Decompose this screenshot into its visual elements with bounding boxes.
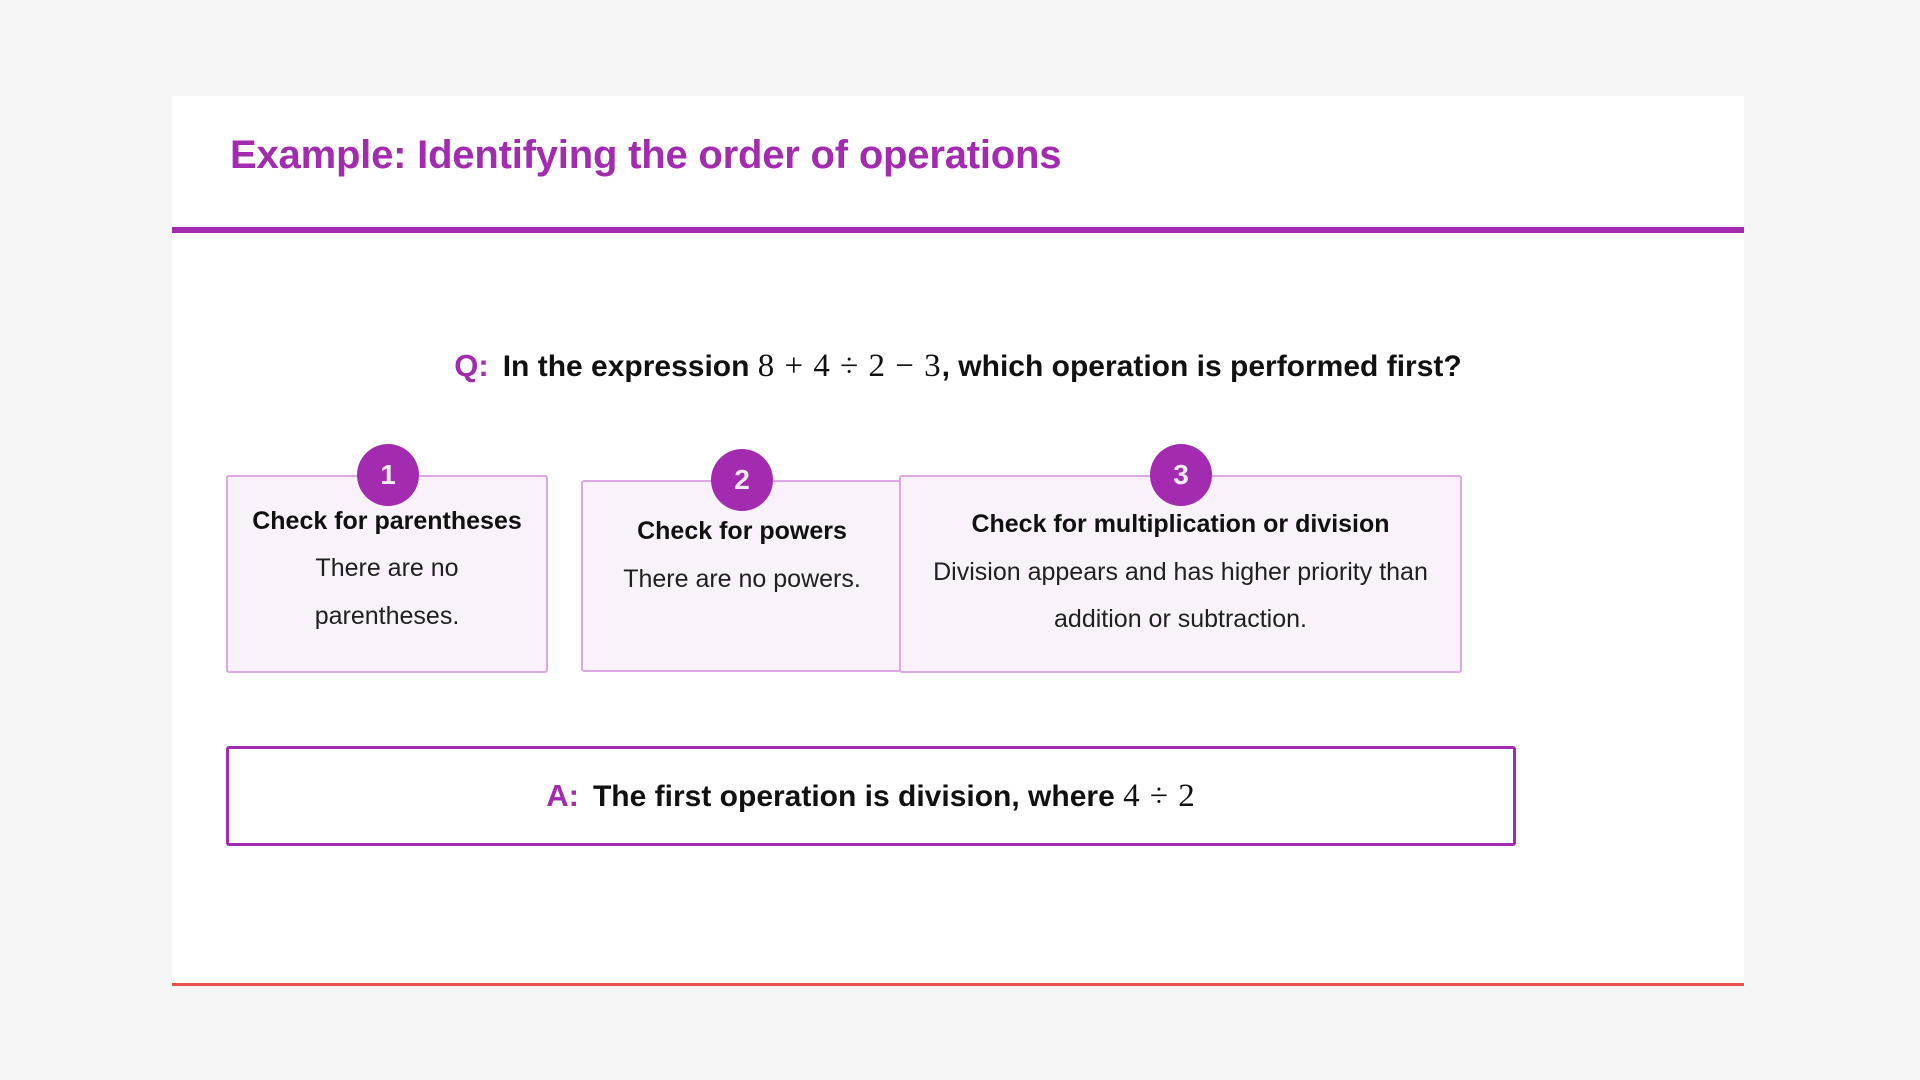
- step-card-1-title: Check for parentheses: [252, 507, 522, 535]
- step-card-3: [899, 475, 1462, 673]
- answer-marker: A:: [546, 778, 579, 813]
- step-card-3-description: Division appears and has higher priority…: [933, 557, 1428, 634]
- step-card-1-description: There are no parentheses.: [314, 554, 460, 630]
- question-text-after: , which operation is performed first?: [941, 350, 1462, 383]
- question-text: In the expression 8 + 4 ÷ 2 − 3, which o…: [503, 348, 1462, 385]
- panel-header: Example: Identifying the order of operat…: [172, 96, 1744, 233]
- question-text-before: In the expression: [502, 350, 750, 383]
- step-card-3-body: Check for multiplication or division Div…: [899, 475, 1462, 644]
- step-card-1-body: Check for parentheses There are no paren…: [226, 475, 548, 640]
- step-card-1: [226, 475, 548, 673]
- step-card-2-description: There are no powers.: [623, 564, 861, 593]
- step-card-2: [581, 480, 903, 672]
- step-badge-1: 1: [357, 444, 419, 506]
- question-marker: Q:: [454, 348, 489, 383]
- step-badge-3: 3: [1150, 444, 1212, 506]
- page-title: Example: Identifying the order of operat…: [230, 133, 1062, 177]
- answer-text: The first operation is division, where 4…: [593, 778, 1196, 815]
- step-card-3-title: Check for multiplication or division: [971, 510, 1390, 538]
- step-card-2-body: Check for powers There are no powers.: [581, 480, 903, 603]
- question-row: Q: In the expression 8 + 4 ÷ 2 − 3, whic…: [172, 348, 1744, 385]
- question-expression: 8 + 4 ÷ 2 − 3: [757, 348, 942, 384]
- example-panel: Example: Identifying the order of operat…: [172, 96, 1744, 986]
- answer-box: A: The first operation is division, wher…: [226, 746, 1516, 846]
- answer-text-body: The first operation is division, where: [592, 779, 1115, 813]
- answer-expression: 4 ÷ 2: [1123, 777, 1196, 814]
- steps-area: 1 2 3 Check for parentheses There are no…: [172, 426, 1744, 716]
- step-badge-2: 2: [711, 449, 773, 511]
- header-divider: [172, 227, 1744, 233]
- step-card-2-title: Check for powers: [637, 517, 847, 545]
